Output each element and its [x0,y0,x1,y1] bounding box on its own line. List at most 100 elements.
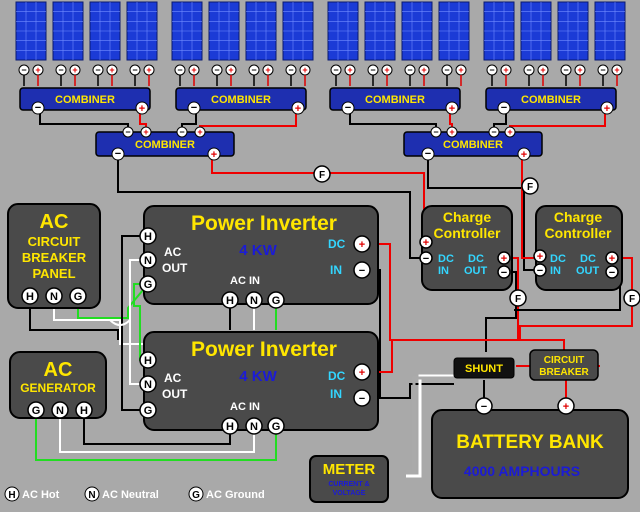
solar-panel: −+ [126,1,158,86]
svg-text:−: − [501,267,507,279]
combiner-minus-terminal [31,101,45,115]
cc1-dc-in-2: IN [438,265,449,277]
solar-panel: −+ [282,1,314,86]
legend-hot-text: AC Hot [22,489,60,501]
svg-text:G: G [32,405,41,417]
main-combiner-1: COMBINER−+ [95,131,235,161]
inverter-2-out-hot [139,351,157,369]
svg-text:−: − [489,65,494,75]
svg-text:G: G [144,405,153,417]
generator-subtitle: GENERATOR [20,381,96,395]
solar-panel: −+ [520,1,552,86]
charge-controller-2: Charge Controller DC IN DC OUT [535,205,623,291]
main-combiner-2: COMBINER−+ [403,131,543,161]
battery-bank: BATTERY BANK 4000 AMPHOURS [431,409,629,499]
svg-text:−: − [563,65,568,75]
cc2-dc-out-2: OUT [576,265,600,277]
svg-text:N: N [144,379,152,391]
combiner-plus-terminal [445,101,459,115]
battery-minus-terminal [475,397,493,415]
combiner-plus-terminal [600,101,614,115]
inverter-1-in-ground [267,291,285,309]
svg-text:G: G [272,421,281,433]
combiner-label: COMBINER [55,94,115,106]
svg-text:+: + [537,251,543,263]
inverter-1-out-hot [139,227,157,245]
inverter-2-ac-label: AC [164,371,182,385]
cc2-out-plus [605,251,619,265]
inverter-2-in-label: IN [330,387,342,401]
input-plus-terminal [504,126,516,138]
svg-text:G: G [144,279,153,291]
solar-panel: −+ [245,1,277,86]
svg-text:+: + [577,65,582,75]
ac-breaker-panel: AC CIRCUIT BREAKER PANEL [7,203,101,309]
input-minus-terminal [488,126,500,138]
svg-text:F: F [527,182,533,193]
svg-text:−: − [600,65,605,75]
panel-hot-terminal [21,287,39,305]
svg-text:H: H [226,421,234,433]
svg-text:+: + [347,65,352,75]
solar-panel: −+ [557,1,589,86]
svg-text:+: + [384,65,389,75]
svg-text:+: + [609,253,615,265]
battery-capacity: 4000 AMPHOURS [464,463,580,479]
solar-panel: −+ [15,1,47,86]
svg-text:+: + [143,127,148,137]
inverter-2-out-label: OUT [162,387,188,401]
svg-text:+: + [501,253,507,265]
inverter-1-in-hot [221,291,239,309]
cc2-out-minus [605,265,619,279]
cc2-dc-in-1: DC [550,253,566,265]
svg-text:+: + [507,127,512,137]
svg-text:+: + [265,65,270,75]
svg-text:N: N [56,405,64,417]
inverter-1-in-label: IN [330,263,342,277]
legend-neutral-symbol: N [88,490,95,501]
svg-text:−: − [177,65,182,75]
panel-ground-terminal [69,287,87,305]
svg-text:−: − [333,65,338,75]
svg-text:F: F [629,294,635,305]
svg-text:−: − [179,127,184,137]
panel-title: AC [40,211,69,233]
combiner-label: COMBINER [365,94,425,106]
svg-text:+: + [449,127,454,137]
svg-text:+: + [146,65,151,75]
svg-text:−: − [288,65,293,75]
svg-text:−: − [359,393,365,405]
fuse [509,289,527,307]
svg-text:N: N [250,421,258,433]
input-plus-terminal [194,126,206,138]
inverter-2-rating: 4 KW [239,368,277,385]
solar-panel: −+ [364,1,396,86]
svg-text:+: + [563,401,569,413]
inverter-1-title: Power Inverter [191,212,337,235]
svg-text:−: − [95,65,100,75]
svg-text:+: + [197,127,202,137]
svg-text:−: − [191,102,197,114]
fuse [313,165,331,183]
svg-text:N: N [250,295,258,307]
combiner-minus-terminal [111,147,125,161]
svg-text:−: − [125,127,130,137]
svg-text:−: − [407,65,412,75]
legend-ground-symbol: G [192,490,200,501]
inverter-1-ac-in-label: AC IN [230,275,260,287]
inverter-1-rating: 4 KW [239,242,277,259]
svg-text:H: H [144,231,152,243]
svg-text:+: + [423,237,429,249]
svg-text:+: + [449,103,455,115]
circuit-breaker: CIRCUIT BREAKER [529,349,599,381]
svg-text:−: − [115,148,121,160]
cc2-in-plus [533,249,547,263]
inverter-2-ac-in-label: AC IN [230,401,260,413]
input-minus-terminal [176,126,188,138]
inverter-2-out-neutral [139,375,157,393]
inverter-2-in-hot [221,417,239,435]
combiner-plus-terminal [517,147,531,161]
combiner-label: COMBINER [521,94,581,106]
svg-text:+: + [35,65,40,75]
